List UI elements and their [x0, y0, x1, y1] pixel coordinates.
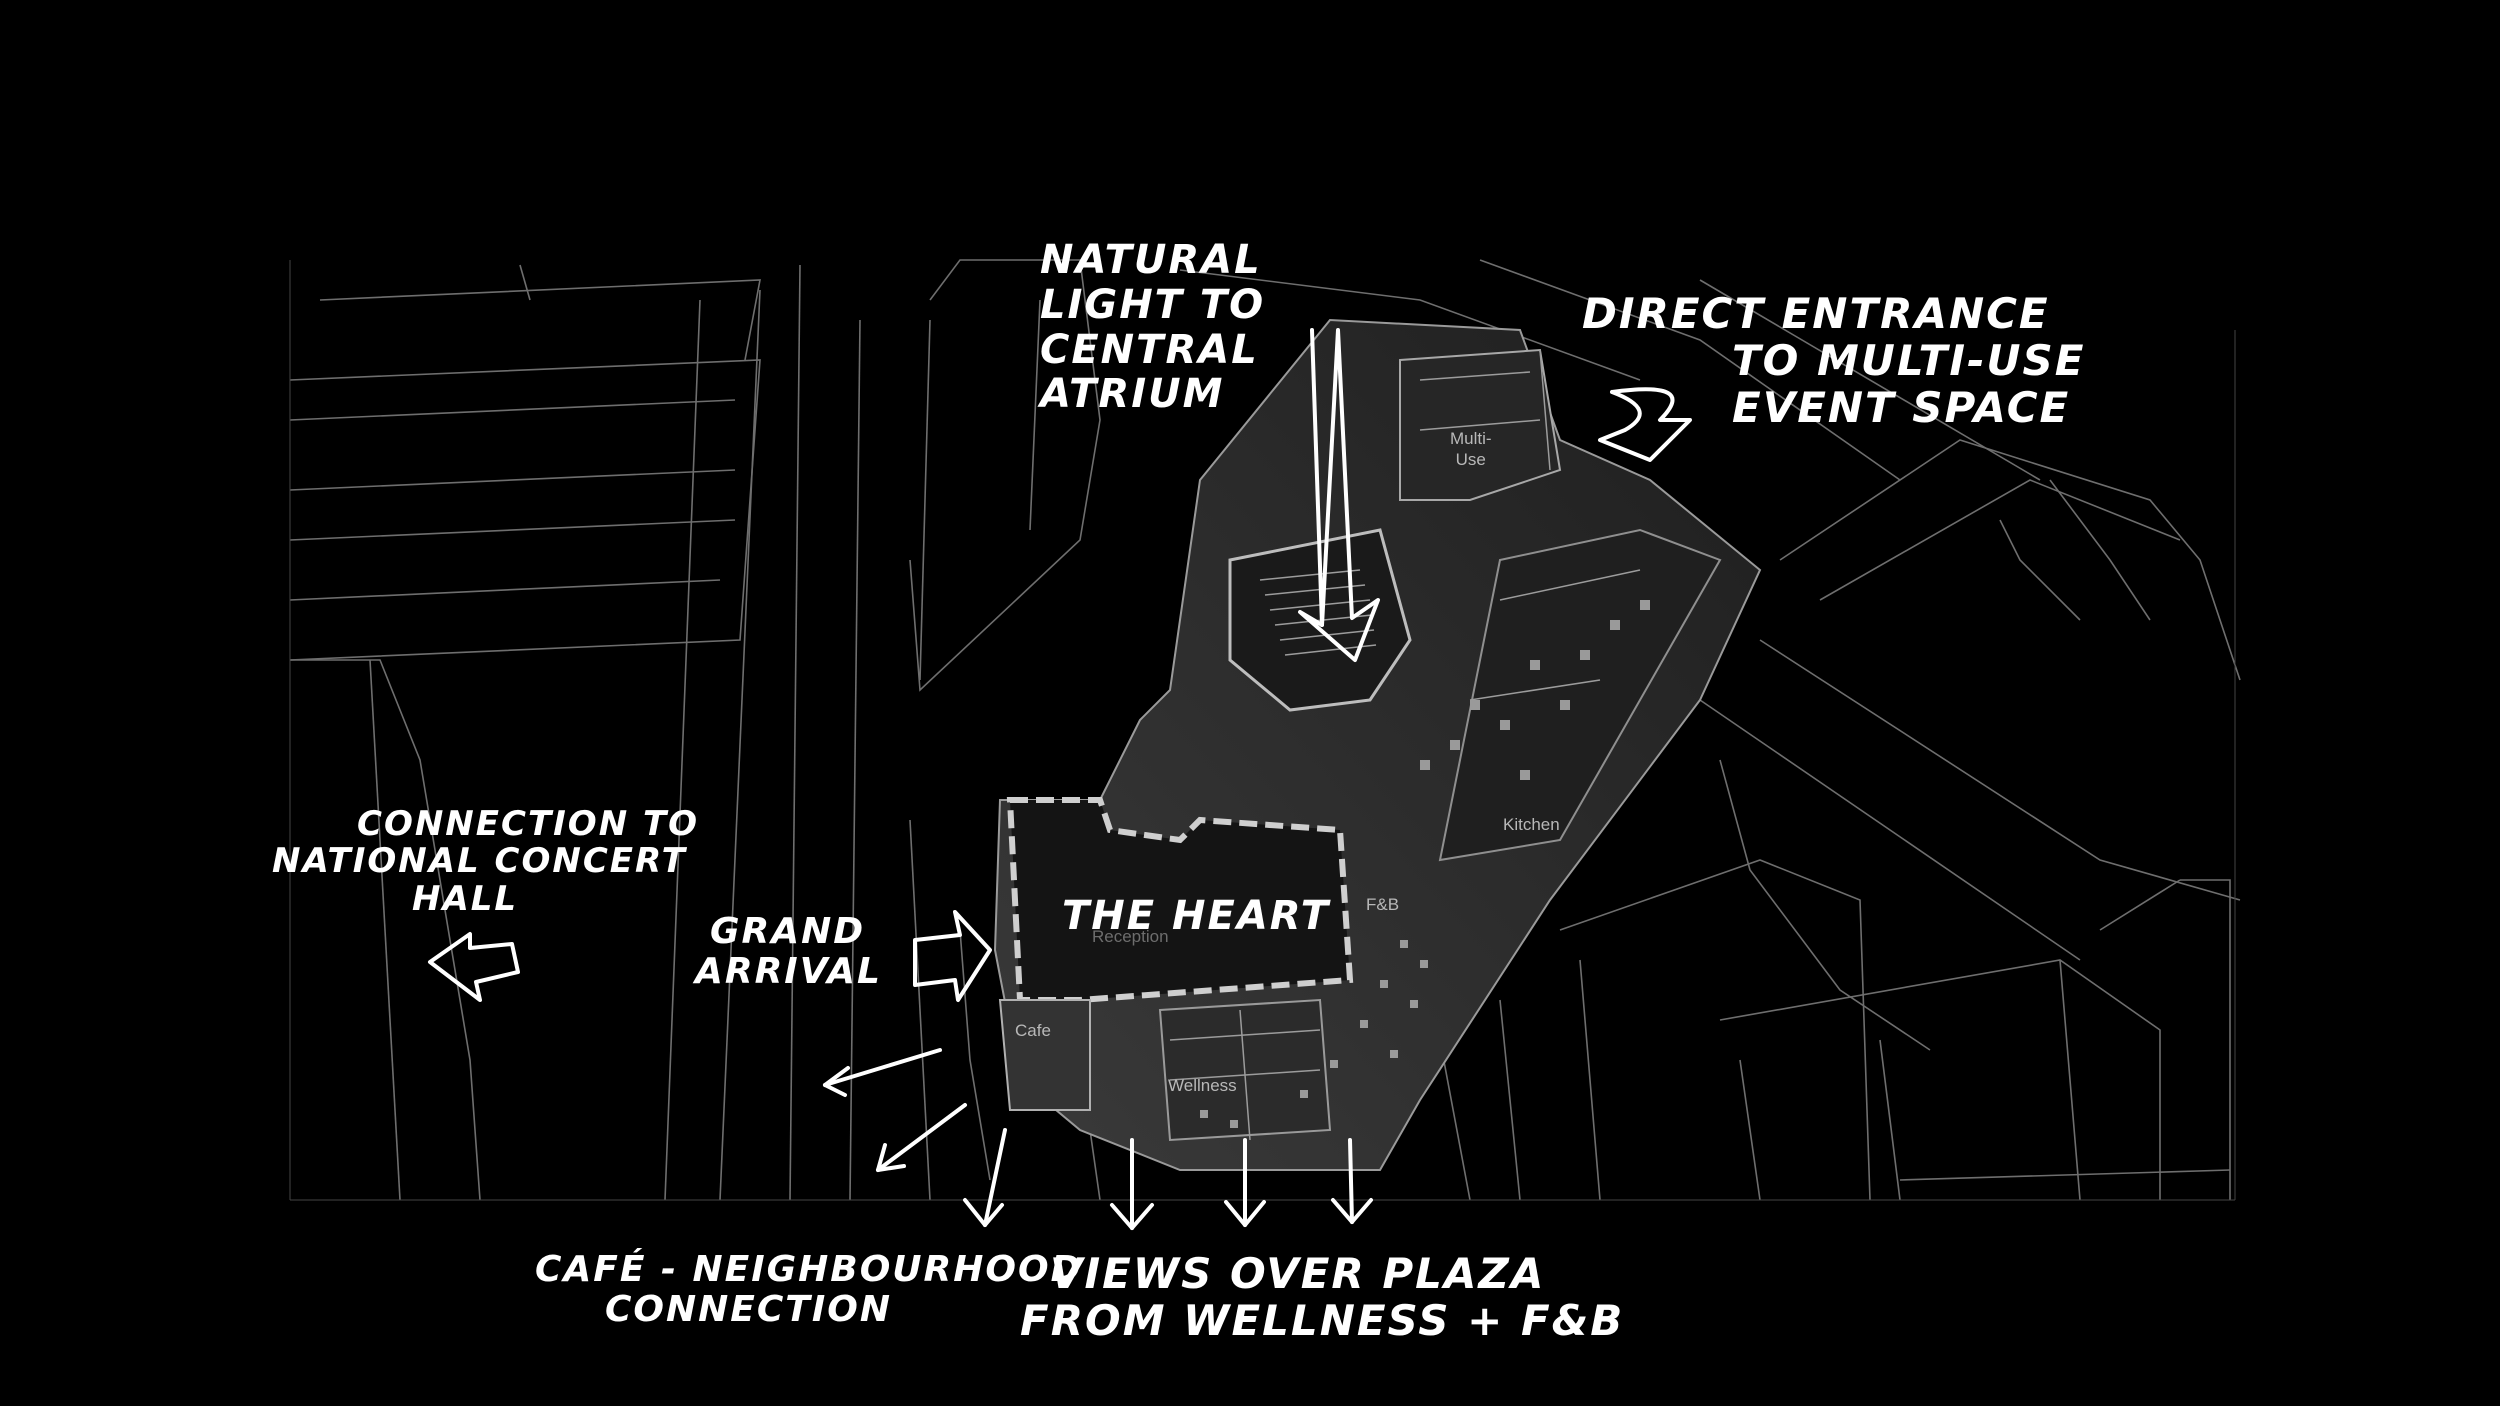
room-label-kitchen: Kitchen: [1503, 815, 1560, 834]
room-label-reception: Reception: [1092, 927, 1169, 946]
annotation-direct-entrance: DIRECT ENTRANCE TO MULTI-USE EVENT SPACE: [1582, 289, 2086, 433]
room-label-multi-use: Multi-Use: [1450, 429, 1492, 470]
furniture-dots: [1200, 600, 1650, 1128]
room-label-wellness: Wellness: [1168, 1076, 1237, 1095]
annotation-the-heart: THE HEART: [1062, 893, 1331, 939]
annotation-natural-light: NATURAL LIGHT TO CENTRAL ATRIUM: [1040, 237, 1266, 418]
annotation-grand-arrival: GRAND ARRIVAL: [695, 911, 882, 993]
annotation-concert-hall: CONNECTION TO NATIONAL CONCERT HALL: [272, 804, 700, 919]
building-mass: [993, 318, 1762, 1171]
room-label-fb: F&B: [1366, 895, 1400, 914]
annotation-arrows: [428, 328, 1692, 1230]
room-label-cafe: Cafe: [1015, 1021, 1051, 1040]
context-buildings: [289, 259, 2241, 1201]
annotation-views: VIEWS OVER PLAZA FROM WELLNESS + F&B: [1020, 1249, 1625, 1346]
annotation-cafe-connection: CAFÉ - NEIGHBOURHOOD CONNECTION: [535, 1249, 1083, 1331]
